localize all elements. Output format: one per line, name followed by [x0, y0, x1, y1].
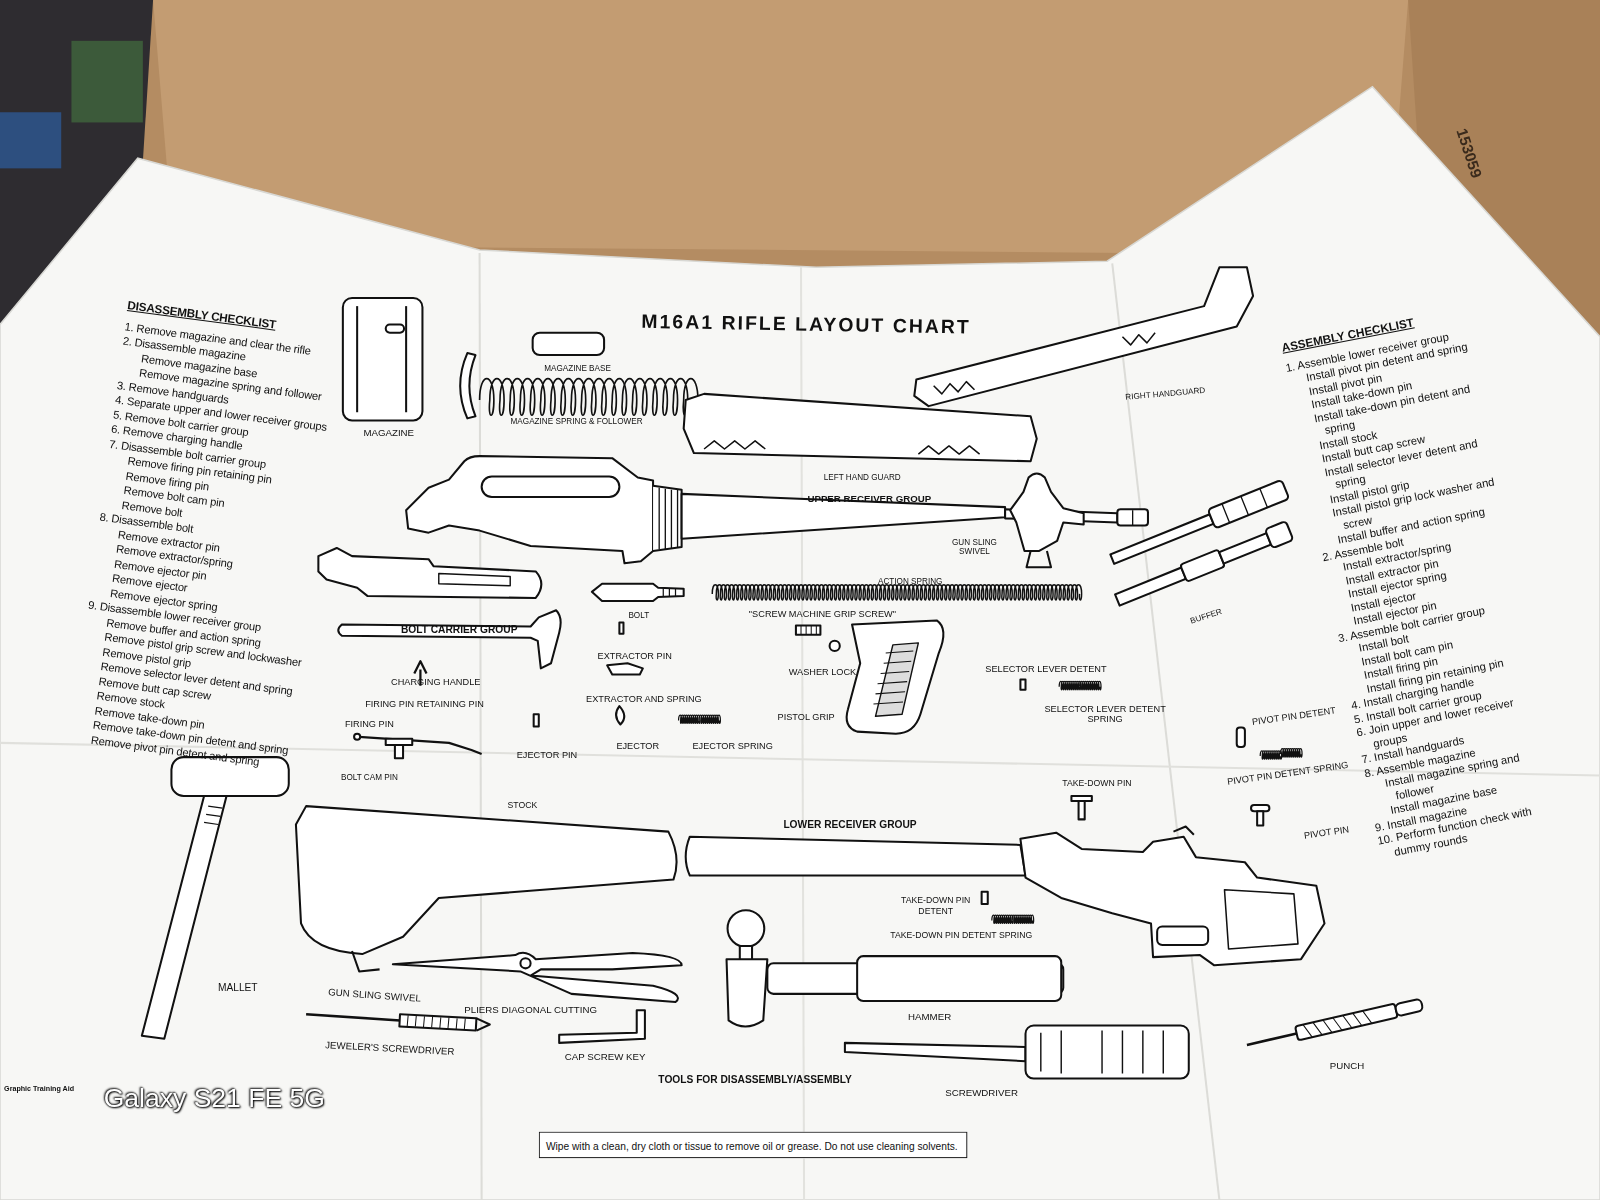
- part-label: MAGAZINE SPRING & FOLLOWER: [511, 417, 643, 426]
- disassembly-checklist: DISASSEMBLY CHECKLIST1. Remove magazine …: [70, 298, 402, 780]
- tool-label: HAMMER: [908, 1012, 951, 1023]
- part-label: STOCK: [508, 801, 538, 811]
- camera-watermark: Galaxy S21 FE 5G: [104, 1084, 325, 1115]
- part-label: BOLT: [628, 611, 649, 620]
- part-label: EJECTOR PIN: [517, 750, 578, 761]
- tool-label: CAP SCREW KEY: [565, 1052, 646, 1063]
- part-label: TAKE-DOWN PIN: [1062, 779, 1131, 789]
- training-aid-mark: Graphic Training Aid: [4, 1085, 74, 1093]
- part-label: FIRING PIN: [345, 719, 394, 730]
- tool-label: PLIERS DIAGONAL CUTTING: [464, 1005, 597, 1016]
- tool-label: SCREWDRIVER: [945, 1088, 1018, 1099]
- poster-sheet: [0, 87, 1600, 1200]
- part-label: EJECTOR SPRING: [692, 741, 772, 752]
- part-label: FIRING PIN RETAINING PIN: [365, 699, 484, 710]
- part-label: TAKE-DOWN PIN DETENT: [895, 896, 977, 916]
- box-marking: 153059: [1453, 126, 1486, 180]
- part-label: LEFT HAND GUARD: [824, 473, 901, 482]
- tool-label: JEWELER'S SCREWDRIVER: [325, 1040, 455, 1058]
- part-drawings: [296, 267, 1325, 971]
- part-label: CHARGING HANDLE: [391, 676, 480, 687]
- part-label: BOLT CAM PIN: [341, 773, 398, 782]
- part-label: ACTION SPRING: [878, 577, 942, 586]
- part-label: MAGAZINE BASE: [544, 364, 611, 373]
- part-label: "SCREW MACHINE GRIP SCREW": [749, 609, 896, 620]
- tool-label: MALLET: [218, 982, 258, 994]
- group-heading: LOWER RECEIVER GROUP: [783, 819, 916, 831]
- tool-drawings: [142, 757, 1424, 1078]
- part-label: PIVOT PIN DETENT: [1251, 705, 1336, 727]
- group-heading: BOLT CARRIER GROUP: [401, 624, 518, 636]
- part-label: EJECTOR: [616, 741, 659, 752]
- note-box: Wipe with a clean, dry cloth or tissue t…: [539, 1132, 968, 1159]
- part-label: RIGHT HANDGUARD: [1125, 386, 1206, 402]
- part-label: EXTRACTOR PIN: [598, 651, 672, 662]
- part-label: PIVOT PIN: [1303, 824, 1349, 841]
- part-label: WASHER LOCK: [789, 667, 857, 678]
- part-label: TAKE-DOWN PIN DETENT SPRING: [890, 931, 1032, 941]
- group-heading: TOOLS FOR DISASSEMBLY/ASSEMBLY: [658, 1074, 852, 1086]
- part-label: PIVOT PIN DETENT SPRING: [1227, 760, 1349, 787]
- part-label: BUFFER: [1189, 607, 1223, 626]
- part-label: MAGAZINE: [363, 428, 414, 439]
- part-label: SELECTOR LEVER DETENT SPRING: [1044, 704, 1166, 725]
- part-label: GUN SLING SWIVEL: [944, 538, 1005, 557]
- part-label: EXTRACTOR AND SPRING: [586, 694, 702, 705]
- tool-label: PUNCH: [1330, 1061, 1364, 1072]
- note-text: Wipe with a clean, dry cloth or tissue t…: [546, 1141, 958, 1152]
- part-label: SELECTOR LEVER DETENT: [985, 664, 1106, 675]
- group-heading: UPPER RECEIVER GROUP: [807, 493, 931, 504]
- assembly-checklist: ASSEMBLY CHECKLIST1. Assemble lower rece…: [1281, 306, 1567, 862]
- part-label: PISTOL GRIP: [778, 712, 835, 723]
- chart-title: M16A1 RIFLE LAYOUT CHART: [641, 310, 971, 338]
- part-label: GUN SLING SWIVEL: [328, 987, 421, 1005]
